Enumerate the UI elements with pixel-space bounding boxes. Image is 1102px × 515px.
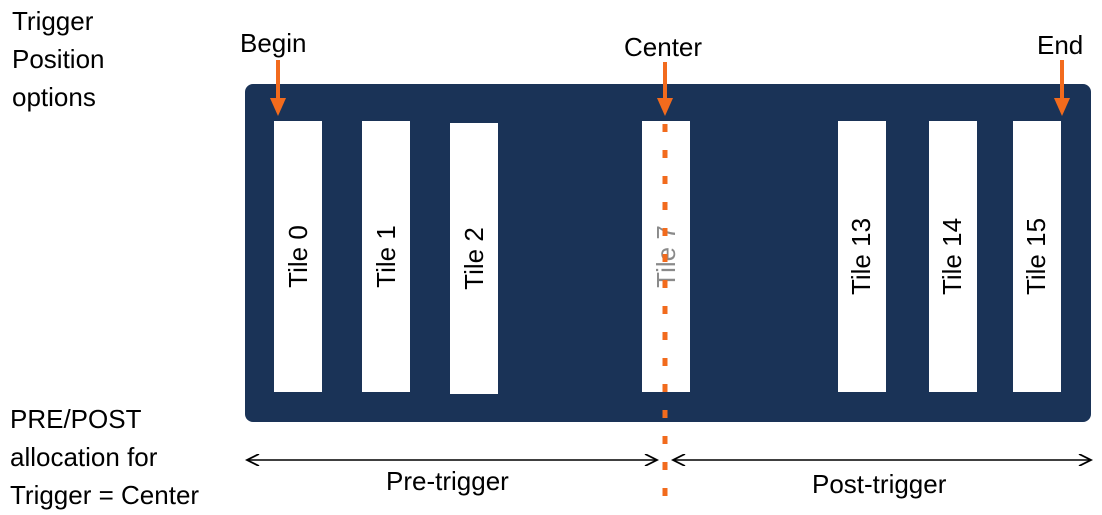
center-marker-label: Center	[624, 32, 703, 62]
tile-14: Tile 14	[929, 121, 977, 392]
trigger-options-line-3: options	[12, 82, 96, 112]
begin-marker-label: Begin	[240, 28, 307, 58]
allocation-line-2: allocation for	[10, 442, 158, 472]
post-trigger-label: Post-trigger	[812, 469, 947, 499]
begin-arrow	[270, 60, 286, 116]
trigger-options-label: Trigger Position options	[12, 2, 105, 116]
tile-0: Tile 0	[274, 121, 322, 392]
trigger-options-line-1: Trigger	[12, 6, 94, 36]
end-arrow	[1054, 60, 1070, 116]
tile-1: Tile 1	[362, 121, 410, 392]
pre-trigger-label: Pre-trigger	[386, 466, 509, 496]
allocation-line-3: Trigger = Center	[10, 480, 200, 510]
tile-13: Tile 13	[838, 121, 886, 392]
end-marker-label: End	[1037, 30, 1084, 60]
allocation-line-1: PRE/POST	[10, 404, 142, 434]
allocation-label: PRE/POST allocation for Trigger = Center	[10, 400, 199, 514]
trigger-options-line-2: Position	[12, 44, 105, 74]
center-arrow	[657, 62, 673, 116]
tile-15: Tile 15	[1013, 121, 1061, 392]
tile-2: Tile 2	[450, 123, 498, 394]
